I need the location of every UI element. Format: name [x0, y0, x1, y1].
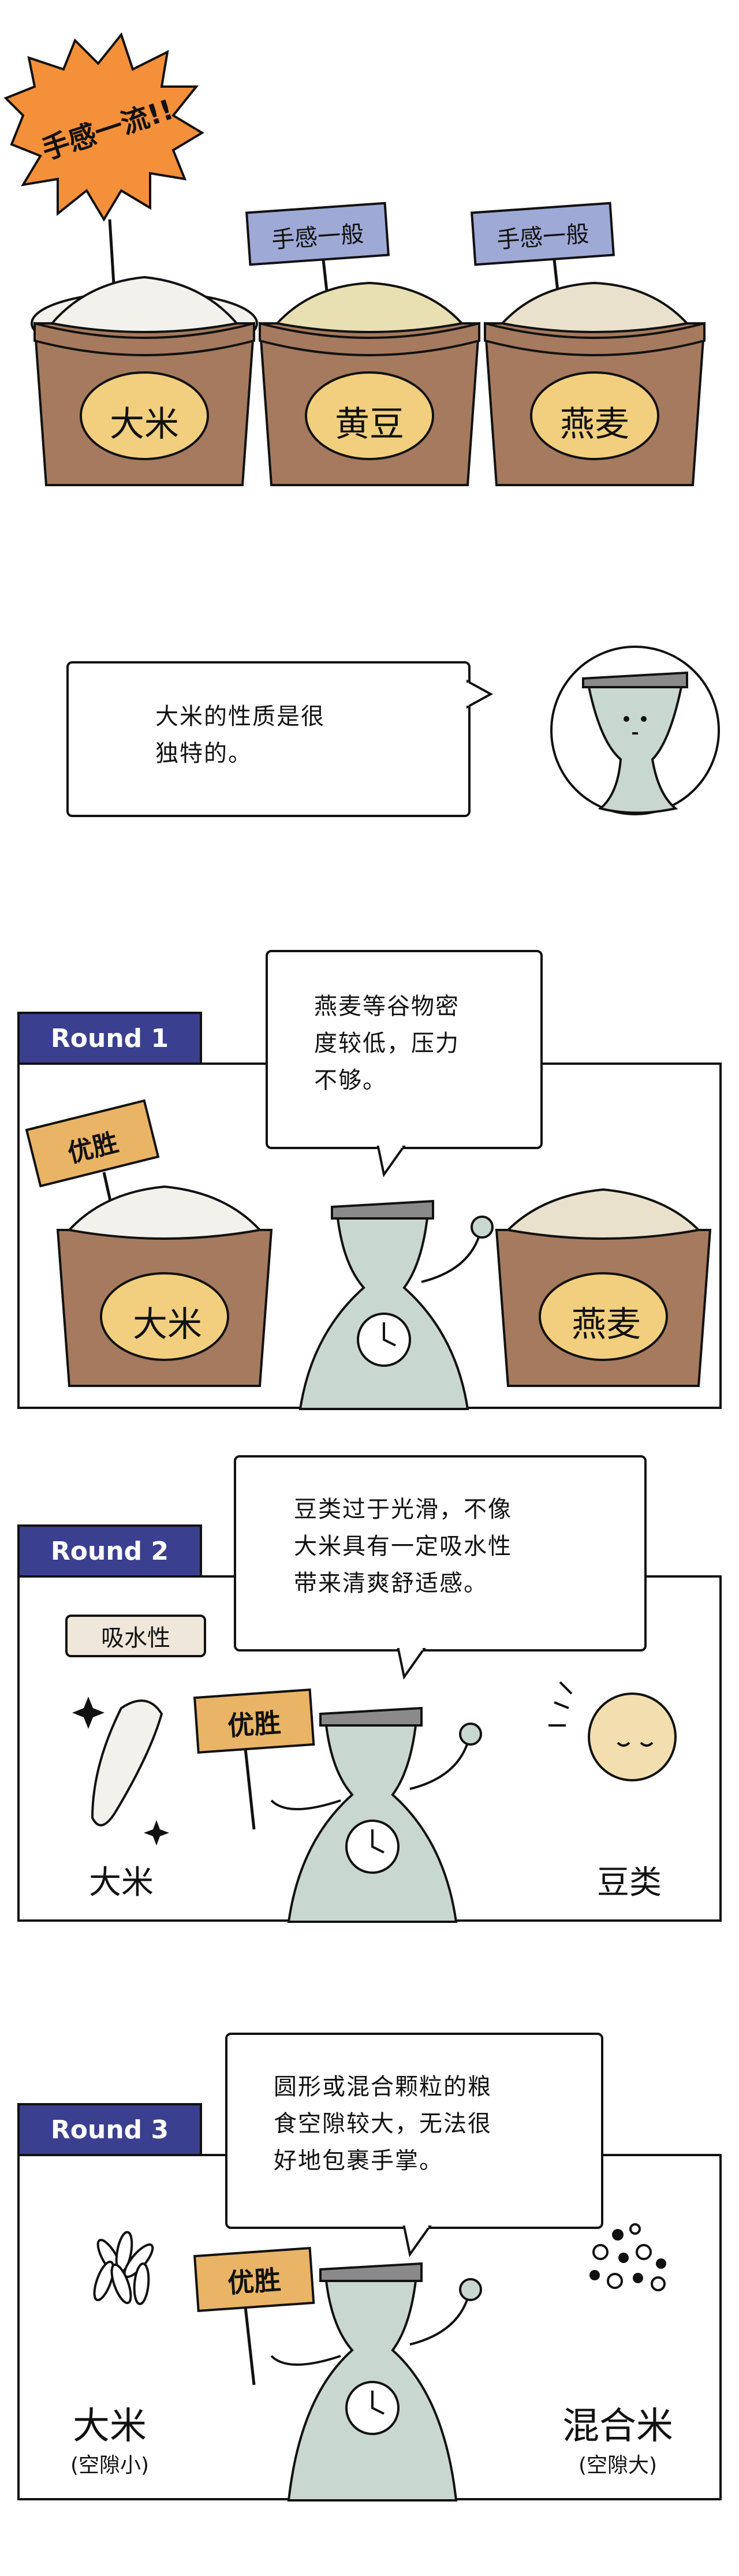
intro-bubble-tail: [465, 679, 494, 709]
sign-oat: [471, 202, 615, 312]
round2-label-rice: 大米: [89, 1864, 154, 1902]
round1-illustration: [25, 1099, 712, 1410]
round2-illustration: [65, 1615, 677, 1923]
round3-label-rice-sub: (空隙小): [70, 2454, 150, 2477]
round3-label-mix: 混合米: [562, 2405, 673, 2448]
round3-winner-sign-label: 优胜: [226, 2264, 282, 2299]
round2-bubble: 豆类过于光滑，不像 大米具有一定吸水性 带来清爽舒适感。: [234, 1455, 647, 1652]
top-bowls-svg: [3, 32, 706, 486]
top-illustration: 手感一流!! 手感一般 手感一般 大米 黄豆 燕麦: [0, 0, 739, 502]
intro-character-avatar: [550, 646, 720, 815]
sign-soy: [245, 202, 390, 312]
bowl-rice: [31, 275, 258, 486]
round2-bubble-text: 豆类过于光滑，不像 大米具有一定吸水性 带来清爽舒适感。: [294, 1496, 512, 1597]
intro-bubble: 大米的性质是很 独特的。: [66, 661, 471, 817]
burst-sign: [3, 32, 204, 312]
round2-scroll-label: 吸水性: [101, 1625, 170, 1652]
round1-bowl-oat-label: 燕麦: [572, 1304, 641, 1345]
round3-label-mix-sub: (空隙大): [578, 2454, 658, 2477]
round3-tab: Round 3: [17, 2103, 202, 2154]
round1-bubble-tail: [376, 1143, 406, 1177]
bowl-soy-label: 黄豆: [335, 404, 404, 445]
round3-illustration: [93, 2223, 666, 2502]
bowl-soy: [258, 281, 481, 486]
bowl-oat: [483, 281, 706, 486]
rice-pile: [93, 2231, 154, 2305]
bowl-oat-label: 燕麦: [560, 404, 629, 445]
intro-bubble-text: 大米的性质是很 独特的。: [155, 703, 325, 767]
round3-bubble-tail: [402, 2223, 432, 2257]
bowl-rice-label: 大米: [110, 404, 179, 445]
round2-winner-sign-label: 优胜: [226, 1706, 282, 1742]
round2-bubble-tail: [397, 1646, 426, 1680]
round3-bubble-text: 圆形或混合颗粒的粮 食空隙较大，无法很 好地包裹手掌。: [274, 2074, 492, 2174]
round2-label-bean: 豆类: [597, 1864, 662, 1902]
round1-bubble-text: 燕麦等谷物密 度较低，压力 不够。: [314, 993, 460, 1094]
round3-bubble: 圆形或混合颗粒的粮 食空隙较大，无法很 好地包裹手掌。: [225, 2033, 603, 2229]
round1-tab: Round 1: [17, 1012, 202, 1063]
round3-label-rice: 大米: [73, 2405, 147, 2448]
mixed-grain-pile: [589, 2223, 666, 2291]
round2-tab: Round 2: [17, 1524, 202, 1575]
round1-bowl-rice-label: 大米: [133, 1304, 202, 1345]
round1-bubble: 燕麦等谷物密 度较低，压力 不够。: [266, 950, 543, 1149]
